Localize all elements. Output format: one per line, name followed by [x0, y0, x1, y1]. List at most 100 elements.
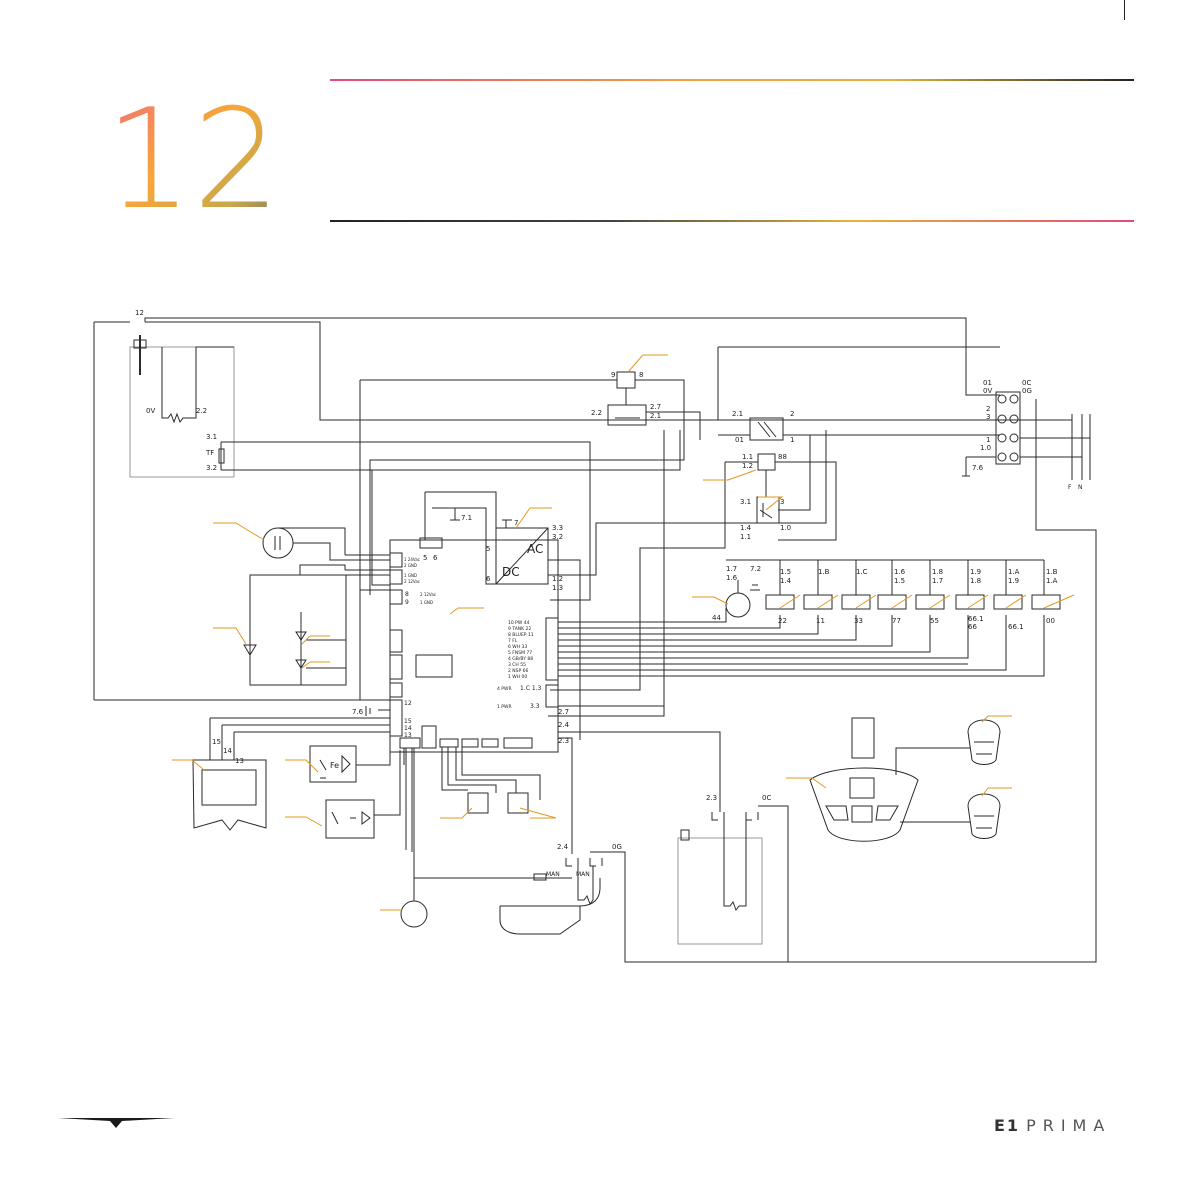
tf-label: TF: [205, 449, 214, 457]
page-number-text: 12: [105, 79, 281, 240]
flow-sensor-label: Fe: [330, 761, 339, 770]
board-left-4: 8: [405, 591, 409, 598]
tf-b-label: 3.2: [206, 464, 217, 472]
board-right-1: 9 TANK 22: [508, 626, 531, 632]
ground-left: [365, 706, 371, 716]
conn-top-a: 5: [423, 554, 427, 562]
led-indicators: [243, 564, 347, 686]
level-sensor: [325, 750, 401, 839]
valve-8-bottom: 00: [1046, 617, 1055, 625]
boiler: [677, 812, 763, 945]
board-pwr-a: 4 PWR: [497, 686, 512, 692]
tb-n: N: [1078, 484, 1083, 491]
relay-top-b: 8: [639, 371, 643, 379]
switch-main-c: 01: [735, 436, 744, 444]
ground-left-label: 7.6: [352, 708, 364, 716]
board-right-6: 4 GB/BY 88: [508, 656, 533, 662]
valve-6-bottom2: 66: [968, 623, 977, 631]
switch-mid-c: 1.4: [740, 524, 752, 532]
pump-motor: [725, 580, 760, 618]
callout-leaders: [172, 354, 1075, 911]
tb-r3a: 1: [986, 436, 990, 444]
plug-b: 14: [223, 747, 232, 755]
valve-5-top1: 1.8: [932, 568, 943, 576]
valve-2-top1: 1.B: [818, 568, 830, 576]
board-out-1: 2.4: [558, 721, 570, 729]
brand-logo: [58, 1118, 174, 1128]
mid-relay: [550, 453, 837, 691]
relay-top-a: 9: [611, 371, 615, 379]
valve-8-top1: 1.B: [1046, 568, 1058, 576]
valve-7-top2: 1.9: [1008, 577, 1019, 585]
valve-1-bottom: 22: [778, 617, 787, 625]
tb-r3b: 1.0: [980, 444, 991, 452]
psu-p6: 6: [486, 575, 491, 583]
board-out-2: 2.3: [558, 737, 569, 745]
relay-mid-a: 1.1: [742, 453, 753, 461]
flow-sensor: [309, 745, 405, 783]
heater-0v-label: 0V: [146, 407, 155, 415]
motor-c: 7.2: [750, 565, 761, 573]
board-left-6: 2 12Vac: [420, 592, 436, 597]
cup-sensor-top: [967, 719, 1001, 765]
crop-mark: [1124, 0, 1125, 20]
top-relay: [359, 371, 701, 717]
solid-state-relays: [441, 747, 541, 814]
valve-3-top1: 1.C: [856, 568, 868, 576]
relay-top-e: 2.1: [650, 412, 661, 420]
tb-ground: 7.6: [972, 464, 984, 472]
valve-7-top1: 1.A: [1008, 568, 1020, 576]
psu-o1: 3.3: [552, 524, 563, 532]
solenoid-valves: [765, 594, 1061, 610]
valve-6-bottom: 66.1: [968, 615, 984, 623]
board-right-0: 10 PW 44: [508, 620, 530, 626]
board-left-9: 15: [404, 718, 412, 725]
psu-p5: 5: [486, 545, 490, 553]
tb-r2b: 3: [986, 413, 990, 421]
tb-r1c: 0C: [1022, 379, 1031, 387]
control-board: [94, 470, 721, 854]
board-right-3: 7 FL: [508, 638, 518, 644]
product-logo-strong: E1: [994, 1116, 1021, 1135]
switch-mid-d: 1.1: [740, 533, 751, 541]
valve-4-top2: 1.5: [894, 577, 905, 585]
switch-mid-a: 3.1: [740, 498, 751, 506]
psu-dc: DC: [502, 565, 520, 579]
psu-ac: AC: [527, 542, 543, 556]
plug-a: 15: [212, 738, 221, 746]
board-right-5: 5 FNSM 77: [508, 650, 532, 656]
valve-2-bottom: 11: [816, 617, 825, 625]
switch-main-d: 1: [790, 436, 794, 444]
boiler-b: 0C: [762, 794, 771, 802]
tb-r2a: 2: [986, 405, 990, 413]
valve-8-top2: 1.A: [1046, 577, 1058, 585]
valve-7-bottom: 66.1: [1008, 623, 1024, 631]
board-left-10: 14: [404, 725, 412, 732]
board-left-11: 13: [404, 732, 412, 739]
boiler-a: 2.3: [706, 794, 717, 802]
terminal-block: [590, 391, 1097, 963]
valve-4-top1: 1.6: [894, 568, 906, 576]
board-right-8: 2 NSP 66: [508, 668, 529, 674]
board-right-4: 6 WH 33: [508, 644, 527, 650]
board-left-7: 1 GND: [420, 600, 433, 605]
board-pwr-a-val: 1.C 1.3: [520, 685, 542, 692]
board-pwr-b-val: 3.3: [530, 703, 540, 710]
relay-mid-b: 1.2: [742, 462, 753, 470]
board-left-0: 1 24Vac: [404, 557, 420, 562]
switch-main-a: 2.1: [732, 410, 743, 418]
valve-5-bottom: 55: [930, 617, 939, 625]
tb-r1d: 0G: [1022, 387, 1032, 395]
valve-6-top2: 1.8: [970, 577, 981, 585]
board-right-9: 1 WH 00: [508, 674, 527, 680]
board-out-0: 2.7: [558, 708, 569, 716]
switch-mid-b: 3: [780, 498, 784, 506]
header-rule-top: [330, 79, 1134, 81]
valve-1-top2: 1.4: [780, 577, 792, 585]
pump-plug: [192, 759, 267, 831]
psu-o2: 3.2: [552, 533, 563, 541]
board-left-8: 12: [404, 700, 412, 707]
relay-top-c: 2.2: [591, 409, 602, 417]
valve-1-top1: 1.5: [780, 568, 791, 576]
